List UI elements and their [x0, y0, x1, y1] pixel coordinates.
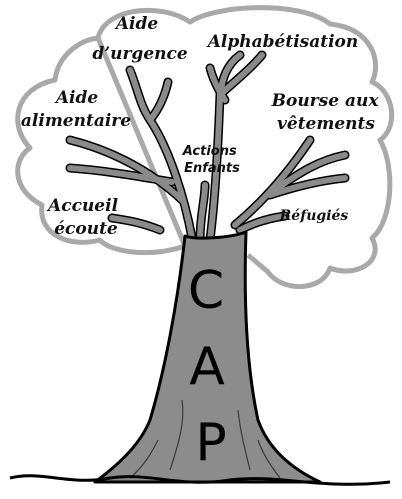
svg-text:Actions Enfants: Actions Enfants — [182, 144, 242, 176]
label-refugies: Réfugiés — [279, 208, 349, 224]
label-aide-urgence-line2: d’urgence — [92, 44, 188, 64]
label-accueil-ecoute-line1: Accueil — [46, 196, 119, 216]
label-bourse-vetements-line1: Bourse aux — [271, 91, 380, 111]
branches — [65, 50, 350, 245]
trunk-letter-a: A — [189, 337, 225, 397]
label-accueil-ecoute-line2: écoute — [54, 219, 118, 239]
label-alphabetisation: Alphabétisation — [206, 32, 359, 52]
label-aide-alimentaire-line1: Aide — [54, 88, 99, 108]
svg-text:Bourse aux vêtements: Bourse aux vêtements — [271, 91, 385, 134]
label-bourse-vetements-line2: vêtements — [277, 114, 375, 134]
label-aide-urgence-line1: Aide — [114, 14, 159, 34]
tree-trunk — [93, 230, 322, 484]
ground-line — [9, 474, 391, 486]
trunk-letter-p: P — [195, 413, 226, 473]
trunk-texture — [129, 399, 281, 479]
label-aide-alimentaire-line2: alimentaire — [21, 111, 131, 131]
svg-text:Aide d’urgence: Aide d’urgence — [92, 14, 188, 64]
label-actions-enfants-line2: Enfants — [184, 161, 240, 176]
label-actions-enfants-line1: Actions — [182, 144, 237, 159]
canopy-cloud-outline — [15, 5, 395, 289]
svg-text:Accueil écoute: Accueil écoute — [46, 196, 124, 239]
trunk-letter-c: C — [188, 261, 224, 321]
svg-text:Aide alimentaire: Aide alimentaire — [21, 88, 131, 131]
